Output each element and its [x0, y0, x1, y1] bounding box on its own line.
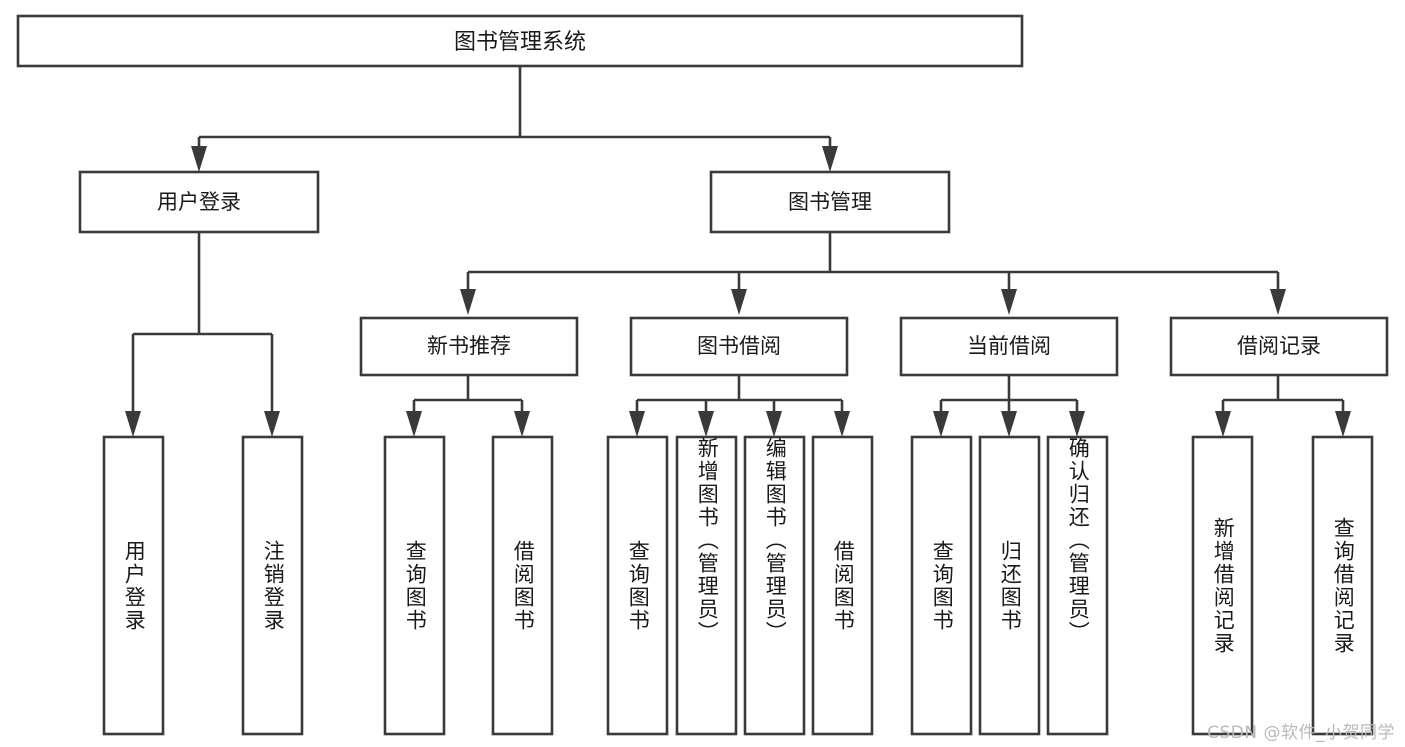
leaf-current-borrow-0[interactable] [910, 435, 973, 736]
arrow-to-bookborrow-leaf-1 [629, 411, 645, 437]
arrow-to-borrow-record [1270, 289, 1286, 315]
arrow-to-bookborrow-leaf-3 [766, 411, 782, 437]
node-user-login[interactable] [78, 170, 320, 234]
arrow-to-currentborrow-leaf-3 [1069, 411, 1085, 437]
node-new-book-recommend-label: 新书推荐 [427, 334, 511, 358]
node-book-manage-label: 图书管理 [788, 190, 872, 214]
node-root-label: 图书管理系统 [454, 30, 586, 55]
connector-layer [125, 66, 1351, 437]
watermark: CSDN @软件_小贺同学 [1207, 723, 1395, 743]
arrow-to-bookborrow-leaf-2 [698, 411, 714, 437]
node-book-manage[interactable] [709, 170, 951, 234]
arrow-to-user-login [191, 146, 207, 172]
leaf-new-book-recommend-1[interactable] [491, 435, 554, 736]
node-root[interactable] [16, 14, 1024, 68]
arrow-to-leaf-logout [264, 411, 280, 437]
leaf-current-borrow-1[interactable] [978, 435, 1041, 736]
node-book-borrow[interactable] [629, 316, 849, 377]
arrow-to-current-borrow [1001, 289, 1017, 315]
leaf-new-book-recommend-0[interactable] [383, 435, 446, 736]
node-layer: 图书管理系统 用户登录 图书管理 新书推荐 图书借阅 当前借阅 借阅记录 [16, 14, 1389, 736]
arrow-to-newbook-leaf-2 [514, 411, 530, 437]
arrow-to-borrowrecord-leaf-1 [1215, 411, 1231, 437]
arrow-to-book-manage [822, 146, 838, 172]
node-borrow-record-label: 借阅记录 [1237, 334, 1321, 358]
node-user-login-label: 用户登录 [157, 190, 241, 214]
node-book-borrow-label: 图书借阅 [697, 334, 781, 358]
arrow-to-currentborrow-leaf-2 [1001, 411, 1017, 437]
leaf-user-login-1[interactable] [241, 435, 304, 736]
arrow-to-leaf-user-login [125, 411, 141, 437]
leaf-borrow-record-0[interactable] [1191, 435, 1254, 736]
leaf-book-borrow-1[interactable] [675, 435, 738, 736]
node-new-book-recommend[interactable] [359, 316, 579, 377]
node-current-borrow[interactable] [899, 316, 1119, 377]
leaf-book-borrow-3[interactable] [811, 435, 874, 736]
leaf-user-login-0[interactable] [102, 435, 165, 736]
arrow-to-borrowrecord-leaf-2 [1335, 411, 1351, 437]
leaf-borrow-record-1[interactable] [1311, 435, 1374, 736]
node-current-borrow-label: 当前借阅 [967, 334, 1051, 358]
arrow-to-new-book-recommend [460, 289, 476, 315]
arrow-to-bookborrow-leaf-4 [834, 411, 850, 437]
node-borrow-record[interactable] [1169, 316, 1389, 377]
arrow-to-book-borrow [731, 289, 747, 315]
leaf-book-borrow-2[interactable] [743, 435, 806, 736]
leaf-current-borrow-2[interactable] [1046, 435, 1109, 736]
leaf-book-borrow-0[interactable] [606, 435, 669, 736]
arrow-to-newbook-leaf-1 [406, 411, 422, 437]
arrow-to-currentborrow-leaf-1 [933, 411, 949, 437]
